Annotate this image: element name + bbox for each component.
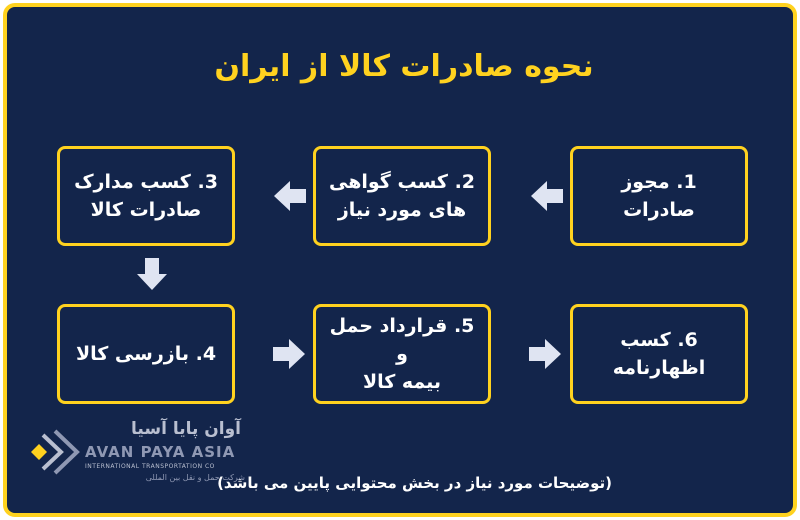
step-6-label: 6. کسب اظهارنامه [612,329,706,379]
logo-mark-icon [25,427,83,477]
diagram-title: نحوه صادرات کالا از ایران [214,49,594,84]
arrow-left-icon [529,178,565,214]
diagram-frame: نحوه صادرات کالا از ایران 1. مجوز صادرات… [3,3,797,517]
step-2-label-line2: های مورد نیاز [337,199,467,221]
step-5-transport-insurance: 5. قرارداد حمل و بیمه کالا [313,304,491,404]
step-4-goods-inspection: 4. بازرسی کالا [57,304,235,404]
arrow-left-icon [272,178,308,214]
logo-name-fa: آوان پایا آسیا [131,419,241,439]
step-3-export-documents: 3. کسب مدارک صادرات کالا [57,146,235,246]
company-logo: آوان پایا آسیا AVAN PAYA ASIA INTERNATIO… [25,417,275,497]
step-1-label: 1. مجوز صادرات [621,171,697,221]
step-5-label-line2: بیمه کالا [362,371,442,393]
step-3-label-line2: صادرات کالا [90,199,202,221]
step-2-label-line1: 2. کسب گواهی [328,171,476,193]
footer-note: (توضیحات مورد نیاز در بخش محتوایی پایین … [217,474,612,492]
logo-name-en: AVAN PAYA ASIA [85,443,236,461]
step-5-label-line1: 5. قرارداد حمل و [329,315,475,365]
arrow-down-icon [134,256,170,292]
arrow-right-icon [271,336,307,372]
arrow-right-icon [527,336,563,372]
logo-tagline-en: INTERNATIONAL TRANSPORTATION CO [85,463,215,470]
step-6-declaration: 6. کسب اظهارنامه [570,304,748,404]
step-1-export-permit: 1. مجوز صادرات [570,146,748,246]
step-3-label-line1: 3. کسب مدارک [74,171,218,193]
step-2-certificates: 2. کسب گواهی های مورد نیاز [313,146,491,246]
logo-tagline-fa: شرکت حمل و نقل بین المللی [145,473,245,482]
step-4-label: 4. بازرسی کالا [75,343,217,365]
